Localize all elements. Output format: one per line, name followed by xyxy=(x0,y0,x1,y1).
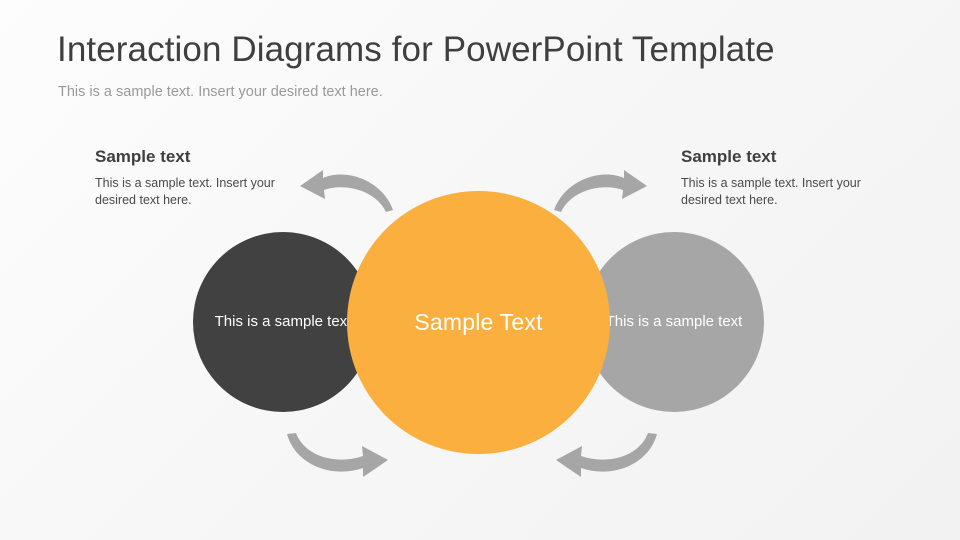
page-subtitle: This is a sample text. Insert your desir… xyxy=(58,84,383,100)
arrow-top-right-icon xyxy=(554,170,647,212)
caption-right-body: This is a sample text. Insert your desir… xyxy=(681,175,861,207)
caption-left-body: This is a sample text. Insert your desir… xyxy=(95,175,275,207)
caption-right-title: Sample text xyxy=(681,147,777,166)
caption-right: Sample text This is a sample text. Inser… xyxy=(681,147,896,208)
caption-left-title: Sample text xyxy=(95,147,191,166)
caption-left: Sample text This is a sample text. Inser… xyxy=(95,147,310,208)
circle-center[interactable]: Sample Text xyxy=(347,191,610,454)
page-title: Interaction Diagrams for PowerPoint Temp… xyxy=(57,30,775,69)
circle-left[interactable]: This is a sample text xyxy=(193,232,373,412)
arrow-top-left-icon xyxy=(300,170,393,212)
circle-center-label: Sample Text xyxy=(414,309,543,335)
circle-right-label: This is a sample text xyxy=(605,313,743,331)
circle-left-label: This is a sample text xyxy=(214,313,352,331)
arrow-bottom-left-icon xyxy=(287,433,388,477)
arrow-bottom-right-icon xyxy=(556,433,657,477)
circle-right[interactable]: This is a sample text xyxy=(584,232,764,412)
